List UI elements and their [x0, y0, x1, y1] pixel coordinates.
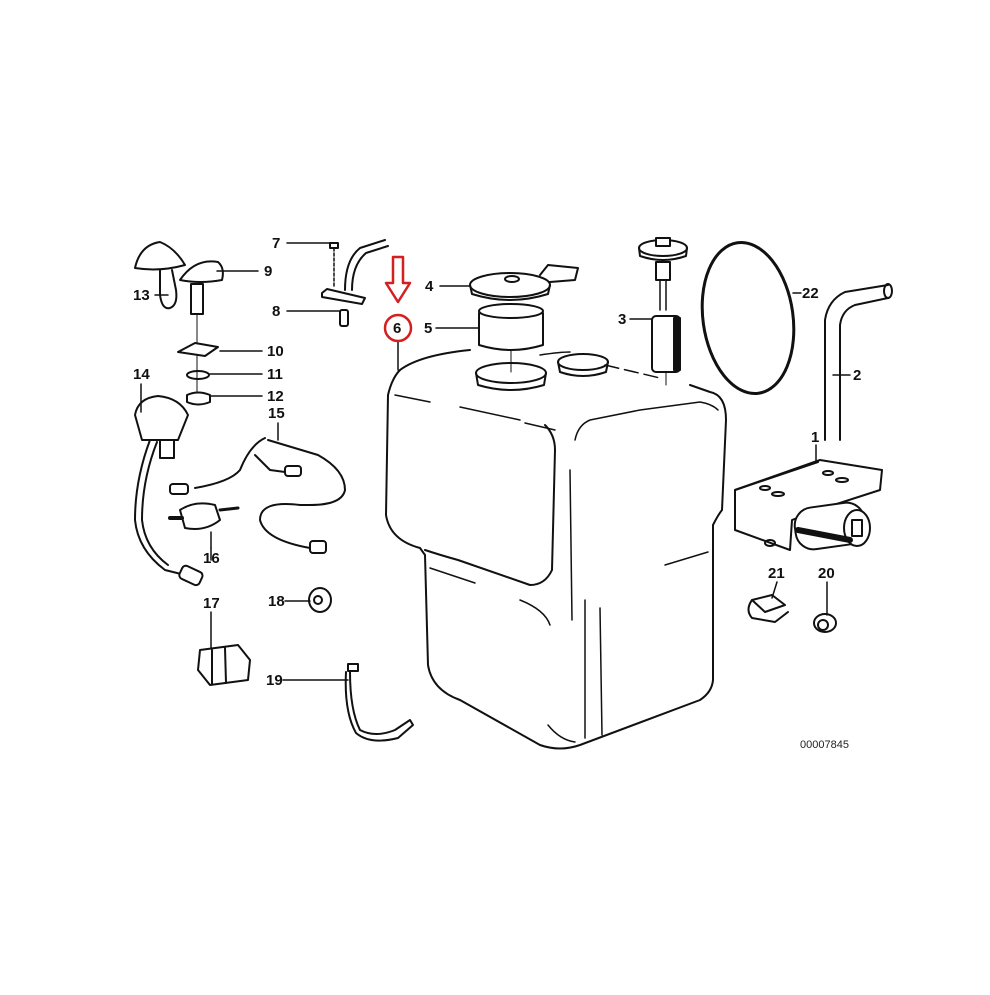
callout-7: 7: [272, 235, 281, 252]
cable-tie: [344, 663, 414, 742]
callout-6: 6: [393, 320, 402, 337]
down-arrow-icon: [384, 255, 412, 304]
pump-bracket: [734, 459, 883, 551]
check-valve: [168, 502, 240, 549]
callout-20: 20: [818, 565, 835, 582]
callout-19: 19: [266, 672, 283, 689]
callout-13: 13: [133, 287, 150, 304]
heated-nozzle-and-harness: [134, 395, 346, 587]
drawing-number: 00007845: [800, 739, 849, 751]
callout-18: 18: [268, 593, 285, 610]
callout-22: 22: [802, 285, 819, 302]
highlight-circle: [383, 313, 413, 343]
callout-1: 1: [811, 429, 820, 446]
callout-9: 9: [264, 263, 273, 280]
callout-11: 11: [267, 366, 283, 383]
callout-2: 2: [853, 367, 862, 384]
washer-nozzle-13: [134, 241, 186, 310]
callout-4: 4: [425, 278, 434, 295]
callout-12: 12: [267, 388, 284, 405]
callout-10: 10: [267, 343, 284, 360]
hose-clip: [197, 644, 251, 686]
o-ring: [700, 240, 796, 396]
callout-3: 3: [618, 311, 627, 328]
callout-17: 17: [203, 595, 220, 612]
filler-neck: [478, 303, 544, 373]
grommet: [308, 587, 332, 613]
washer-nozzle-9: [179, 260, 224, 401]
callout-8: 8: [272, 303, 281, 320]
clamp: [813, 613, 837, 633]
bracket-with-line: [321, 239, 389, 327]
reservoir-tank: [385, 349, 727, 750]
leader-lines: [140, 242, 851, 681]
highlight-marker: [383, 255, 413, 343]
gasket-nut-stack: [177, 342, 219, 406]
level-sensor: [638, 237, 688, 386]
callout-15: 15: [268, 405, 285, 422]
filler-cap: [469, 264, 579, 301]
hose: [824, 283, 893, 441]
callout-5: 5: [424, 320, 433, 337]
callout-14: 14: [133, 366, 150, 383]
clip: [747, 594, 789, 623]
callout-21: 21: [768, 565, 785, 582]
callout-16: 16: [203, 550, 220, 567]
